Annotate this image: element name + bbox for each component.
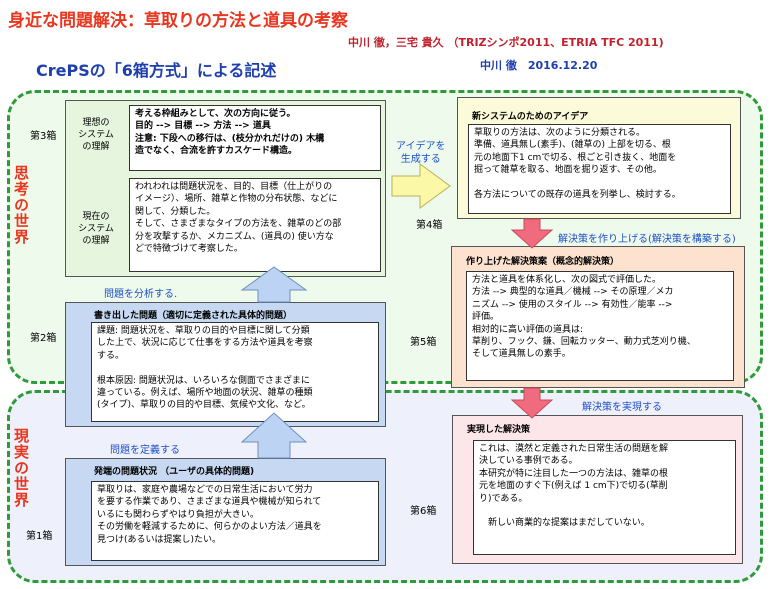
subtitle: CrePSの「6箱方式」による記述 bbox=[36, 61, 277, 80]
box3: 理想の システム の理解 考える枠組みとして、次の方向に従う。 目的 --> 目… bbox=[65, 100, 386, 277]
page-title: 身近な問題解決：草取りの方法と道具の考察 bbox=[8, 11, 348, 31]
box2-label: 第2箱 bbox=[30, 333, 57, 344]
box4-label: 第4箱 bbox=[416, 220, 443, 231]
box1-text: 草取りは、家庭や農場などでの日常生活において労力 を要する作業であり、さまざまな… bbox=[91, 481, 379, 561]
box3-ideal-side: 理想の システム の理解 bbox=[78, 118, 114, 152]
label-analyze: 問題を分析する. bbox=[104, 289, 178, 300]
box5: 作り上げた解決策案（概念的解決策） 方法と道具を体系化し、次の図式で評価した。 … bbox=[451, 246, 745, 388]
arrow-realize bbox=[510, 387, 554, 419]
box6: 実現した解決策 これは、漠然と定義された日常生活の問題を解 決している事例である… bbox=[452, 415, 743, 564]
arrow-generate bbox=[391, 163, 451, 209]
box6-header: 実現した解決策 bbox=[467, 425, 531, 435]
box1-label: 第1箱 bbox=[26, 531, 53, 542]
box1: 発端の問題状況 （ユーザの具体的問題) 草取りは、家庭や農場などでの日常生活にお… bbox=[65, 458, 386, 566]
arrow-analyze bbox=[240, 266, 308, 303]
label-define: 問題を定義する bbox=[110, 445, 180, 456]
box5-label: 第5箱 bbox=[410, 337, 437, 348]
box4-header: 新システムのためのアイデア bbox=[472, 112, 589, 122]
label-build: 解決策を作り上げる(解決策を構築する) bbox=[558, 234, 736, 245]
authors: 中川 徹，三宅 貴久 （TRIZシンポ2011、ETRIA TFC 2011) bbox=[348, 36, 664, 49]
arrow-define bbox=[240, 412, 308, 459]
label-generate: アイデアを 生成する bbox=[396, 141, 446, 165]
box4-text: 草取りの方法は、次のように分類される。 準備、道具無し(素手)、(雑草の) 上部… bbox=[468, 124, 731, 214]
region-label-think: 思考の世界 bbox=[12, 165, 30, 245]
label-realize: 解決策を実現する bbox=[582, 402, 662, 413]
box5-text: 方法と道具を体系化し、次の図式で評価した。 方法 --> 典型的な道具／機械 -… bbox=[466, 271, 734, 381]
box4: 新システムのためのアイデア 草取りの方法は、次のように分類される。 準備、道具無… bbox=[457, 97, 741, 219]
box6-text: これは、漠然と定義された日常生活の問題を解 決している事例である。 本研究が特に… bbox=[473, 440, 736, 555]
date: 中川 徹 2016.12.20 bbox=[480, 59, 598, 72]
region-label-real: 現実の世界 bbox=[12, 428, 30, 508]
arrow-build bbox=[510, 218, 554, 249]
box3-current-side: 現在の システム の理解 bbox=[78, 212, 114, 246]
box2: 書き出した問題（適切に定義された具体的問題） 課題: 問題状況を、草取りの目的や… bbox=[65, 302, 386, 427]
box5-header: 作り上げた解決策案（概念的解決策） bbox=[466, 257, 620, 267]
box3-ideal-text: 考える枠組みとして、次の方向に従う。 目的 --> 目標 --> 方法 --> … bbox=[129, 105, 381, 171]
box2-header: 書き出した問題（適切に定義された具体的問題） bbox=[94, 311, 293, 321]
box3-label: 第3箱 bbox=[30, 131, 57, 142]
box3-current-text: われわれは問題状況を、目的、目標（仕上がりの イメージ）、場所、雑草と作物の分布… bbox=[129, 178, 381, 272]
box1-header: 発端の問題状況 （ユーザの具体的問題) bbox=[94, 467, 255, 477]
box6-label: 第6箱 bbox=[410, 506, 437, 517]
box2-text: 課題: 問題状況を、草取りの目的や目標に関して分類 した上で、状況に応じて仕事を… bbox=[91, 322, 379, 422]
